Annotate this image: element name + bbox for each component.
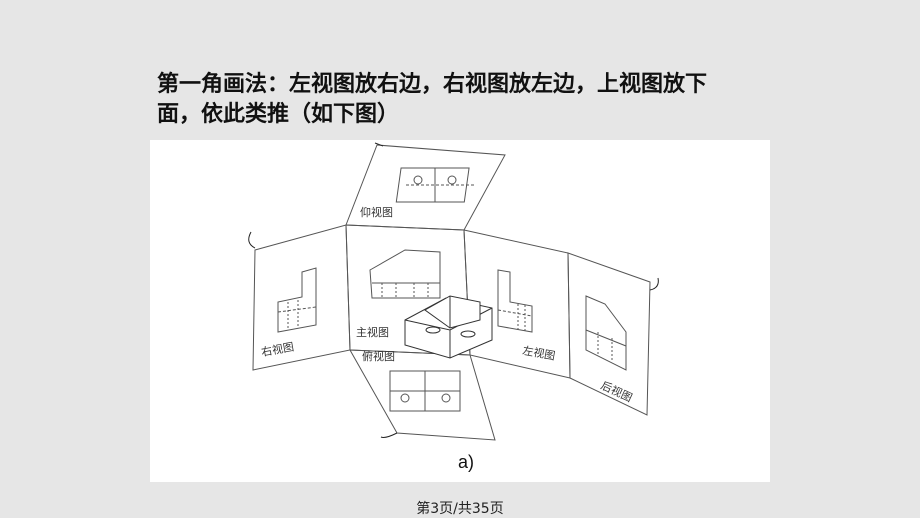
right-view-label: 右视图: [260, 339, 295, 359]
title-line-1: 第一角画法：左视图放右边，右视图放左边，上视图放下: [157, 72, 708, 97]
projection-figure: 仰视图 主视图 俯视图 右视图 左视图 后视图 a): [150, 140, 770, 482]
front-view-label: 主视图: [356, 325, 389, 339]
slide-title: 第一角画法：左视图放右边，右视图放左边，上视图放下 面，依此类推（如下图）: [157, 70, 797, 130]
figure-caption: a): [458, 452, 475, 472]
top-view-label: 俯视图: [362, 349, 395, 363]
rear-view-panel: [567, 252, 651, 416]
bottom-view-label: 仰视图: [360, 205, 393, 219]
title-line-2: 面，依此类推（如下图）: [157, 102, 400, 127]
left-view-label: 左视图: [521, 343, 556, 363]
top-view-panel: [349, 349, 496, 441]
page-number: 第3页/共35页: [416, 501, 504, 517]
projection-diagram: 仰视图 主视图 俯视图 右视图 左视图 后视图: [248, 142, 659, 441]
isometric-part: [404, 295, 493, 359]
